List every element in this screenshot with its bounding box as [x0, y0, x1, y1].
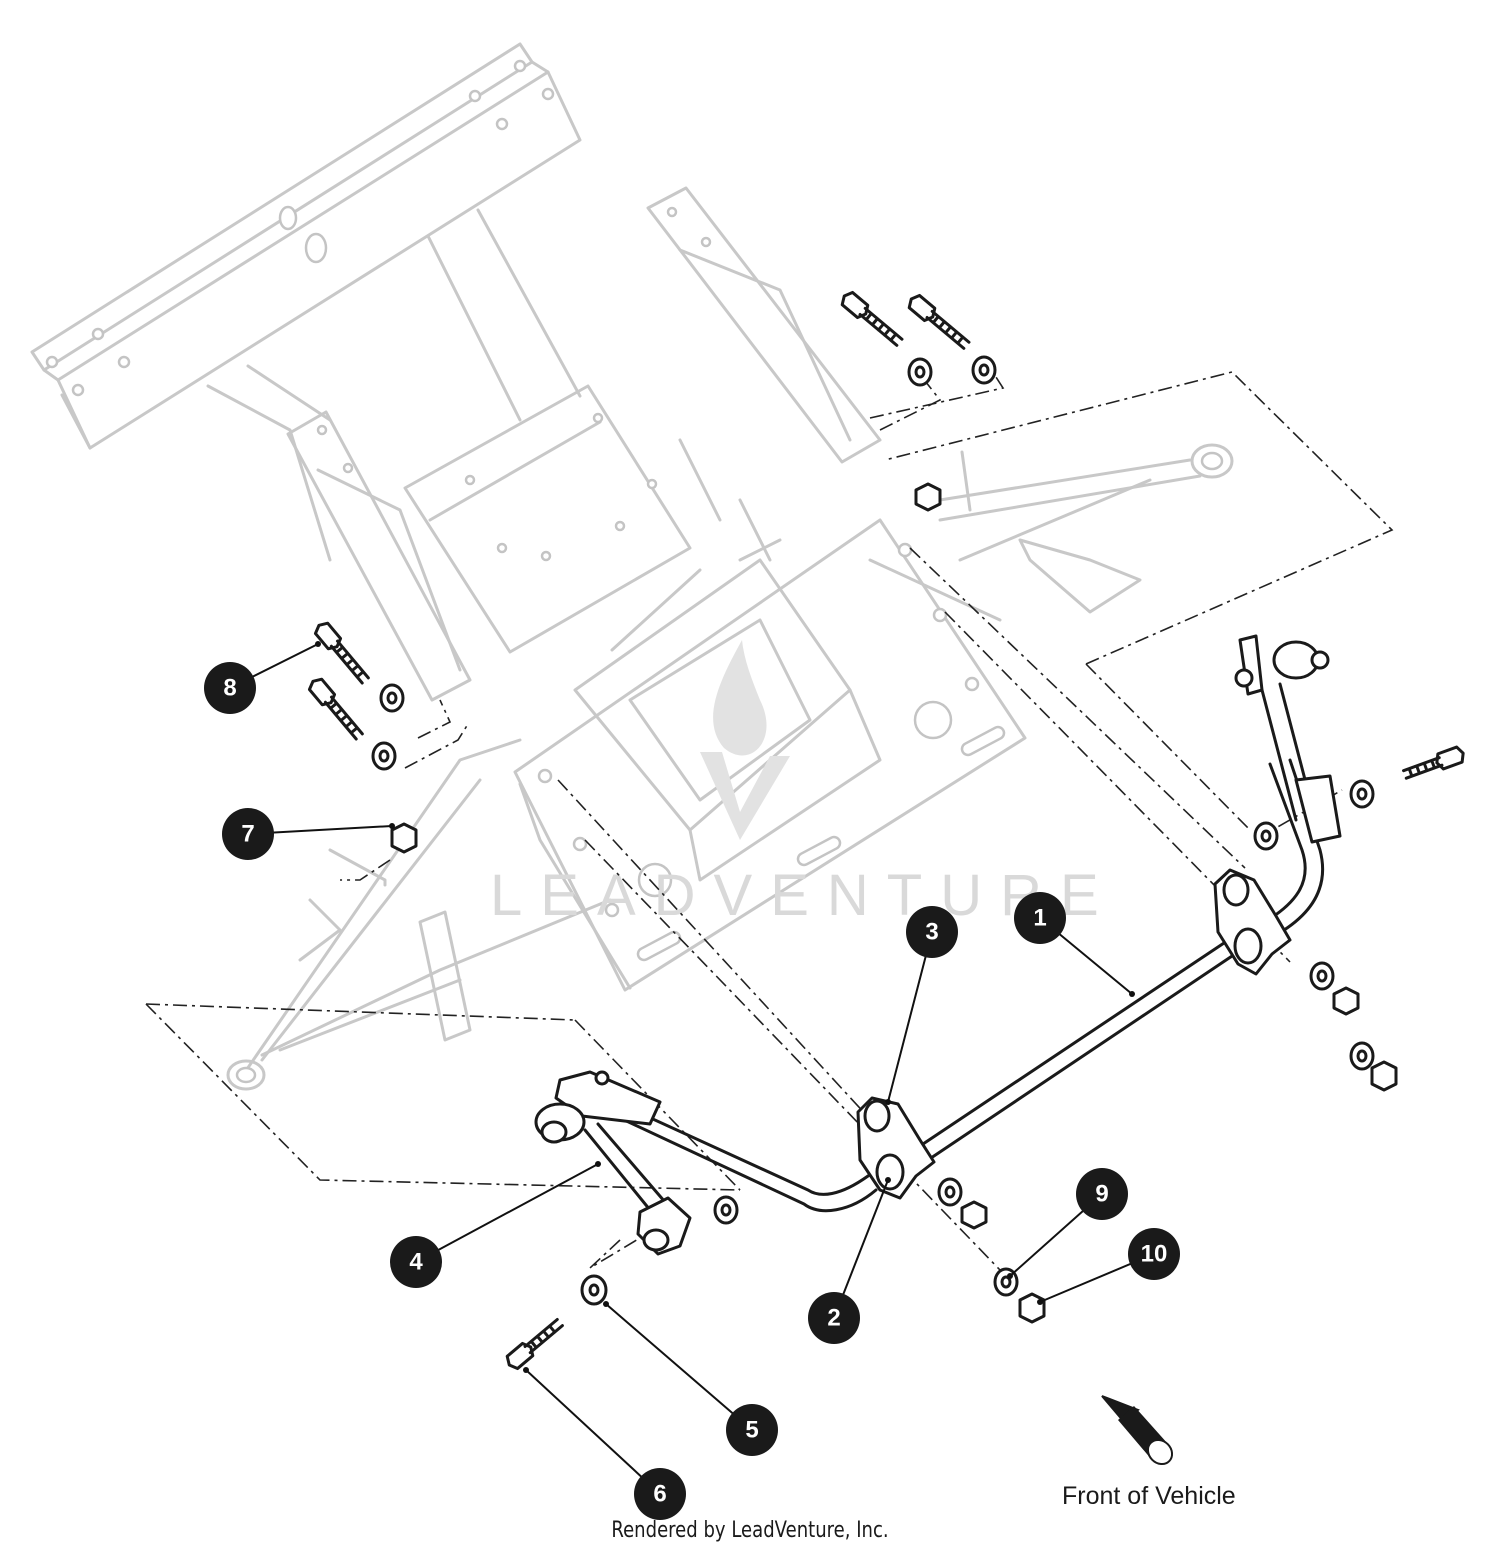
bolts	[307, 290, 1465, 1371]
leader-lines	[229, 641, 1155, 1495]
washers	[371, 355, 1375, 1306]
svg-text:1: 1	[1033, 905, 1046, 932]
assembly-lines	[145, 359, 1394, 1271]
callout-5: 5	[726, 1404, 778, 1456]
front-direction-arrow-icon	[1101, 1395, 1174, 1466]
callout-10: 10	[1128, 1228, 1180, 1280]
svg-text:4: 4	[409, 1249, 423, 1276]
frame-ghost	[30, 42, 1234, 1091]
svg-text:5: 5	[745, 1417, 758, 1444]
svg-text:3: 3	[925, 919, 938, 946]
sway-bar-bushing-right	[1213, 868, 1292, 976]
end-link-left	[534, 1070, 692, 1256]
callout-1: 1	[1014, 892, 1066, 944]
watermark-text: LEADVENTURE	[490, 863, 1117, 928]
watermark: LEADVENTURE	[490, 640, 1117, 928]
svg-text:9: 9	[1095, 1181, 1108, 1208]
svg-text:8: 8	[223, 675, 236, 702]
sway-bar-bushing-left	[856, 1096, 936, 1200]
callout-3: 3	[906, 906, 958, 958]
svg-text:2: 2	[827, 1305, 840, 1332]
callout-2: 2	[808, 1292, 860, 1344]
front-of-vehicle-label: Front of Vehicle	[1062, 1482, 1236, 1510]
end-link-right	[1234, 634, 1342, 844]
credit-line: Rendered by LeadVenture, Inc.	[611, 1518, 889, 1543]
callout-7: 7	[222, 808, 274, 860]
sway-bar	[618, 758, 1325, 1213]
callout-6: 6	[634, 1468, 686, 1520]
callout-8: 8	[204, 662, 256, 714]
svg-text:7: 7	[241, 821, 254, 848]
svg-text:10: 10	[1141, 1241, 1168, 1268]
nuts	[390, 482, 1398, 1324]
callout-4: 4	[390, 1236, 442, 1288]
callout-9: 9	[1076, 1168, 1128, 1220]
svg-text:6: 6	[653, 1481, 666, 1508]
